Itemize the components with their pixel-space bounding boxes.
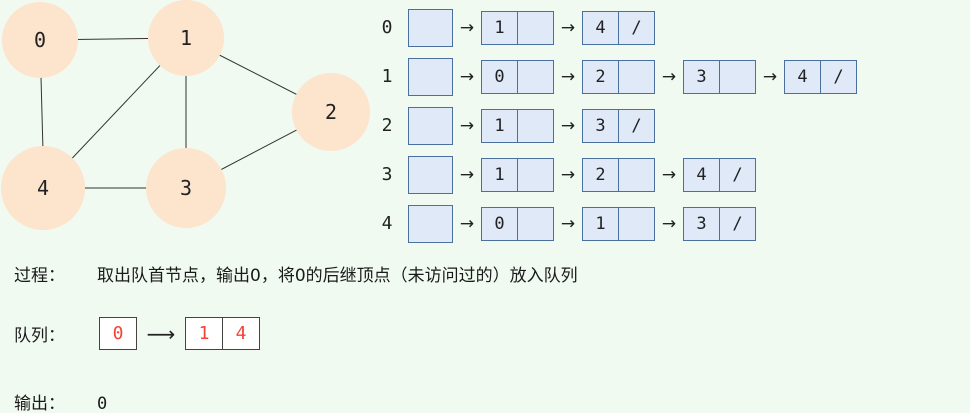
node-pointer [719, 59, 756, 94]
node-pointer [618, 157, 655, 192]
graph-node-0: 0 [2, 2, 78, 78]
list-node: 4 / [582, 10, 655, 45]
node-value: 4 [683, 157, 720, 192]
list-node: 0 [481, 206, 554, 241]
adjacency-row-4: 4 → 0 → 1 → 3 / [378, 199, 857, 248]
graph-panel: 0 1 2 4 3 [0, 0, 380, 245]
node-value: 3 [582, 108, 619, 143]
graph-node-label: 0 [33, 28, 47, 52]
null-marker: / [719, 206, 756, 241]
node-value: 2 [582, 157, 619, 192]
row-label: 3 [381, 164, 393, 185]
node-pointer [618, 59, 655, 94]
node-value: 0 [481, 206, 518, 241]
queue-front-value: 0 [99, 317, 137, 350]
graph-node-4: 4 [1, 146, 85, 230]
arrow-icon: → [762, 66, 778, 87]
arrow-icon: → [661, 66, 677, 87]
list-node: 0 [481, 59, 554, 94]
adjacency-row-1: 1 → 0 → 2 → 3 → 4 / [378, 52, 857, 101]
node-pointer [517, 206, 554, 241]
long-arrow-icon: ⟶ [146, 321, 176, 346]
node-value: 0 [481, 59, 518, 94]
queue-items-box: 1 4 [185, 317, 260, 350]
adjacency-row-3: 3 → 1 → 2 → 4 / [378, 150, 857, 199]
node-pointer [517, 59, 554, 94]
list-node: 3 / [582, 108, 655, 143]
node-value: 2 [582, 59, 619, 94]
arrow-icon: → [560, 17, 576, 38]
output-label: 输出： [14, 394, 65, 413]
arrow-icon: → [459, 17, 475, 38]
process-label: 过程： [14, 266, 65, 286]
graph-node-3: 3 [146, 148, 226, 228]
list-node: 4 / [683, 157, 756, 192]
node-pointer [618, 206, 655, 241]
null-marker: / [820, 59, 857, 94]
arrow-icon: → [560, 115, 576, 136]
output-line: 输出： 0 [14, 389, 107, 413]
adjacency-list: 0 → 1 → 4 / 1 → 0 → 2 [378, 3, 857, 248]
node-value: 4 [582, 10, 619, 45]
node-value: 3 [683, 59, 720, 94]
adjacency-row-0: 0 → 1 → 4 / [378, 3, 857, 52]
list-node: 3 [683, 59, 756, 94]
list-node: 1 [481, 10, 554, 45]
null-marker: / [618, 10, 655, 45]
arrow-icon: → [661, 164, 677, 185]
list-node: 1 [481, 108, 554, 143]
node-pointer [517, 10, 554, 45]
arrow-icon: → [560, 213, 576, 234]
node-value: 1 [582, 206, 619, 241]
list-node: 4 / [784, 59, 857, 94]
graph-node-2: 2 [292, 73, 370, 151]
row-label: 4 [381, 213, 393, 234]
head-pointer-box [408, 106, 453, 145]
graph-node-1: 1 [148, 0, 224, 76]
arrow-icon: → [459, 66, 475, 87]
graph-node-label: 2 [324, 100, 338, 124]
output-value: 0 [97, 394, 108, 413]
arrow-icon: → [459, 213, 475, 234]
queue-item: 4 [222, 317, 260, 350]
head-pointer-box [408, 8, 453, 47]
node-value: 4 [784, 59, 821, 94]
list-node: 1 [582, 206, 655, 241]
arrow-icon: → [459, 164, 475, 185]
queue-label: 队列： [14, 326, 65, 346]
list-node: 3 / [683, 206, 756, 241]
list-node: 2 [582, 59, 655, 94]
null-marker: / [618, 108, 655, 143]
graph-node-label: 1 [179, 26, 193, 50]
arrow-icon: → [661, 213, 677, 234]
graph-node-label: 3 [179, 176, 193, 200]
queue-line: 队列： 0 ⟶ 1 4 [14, 317, 260, 350]
head-pointer-box [408, 204, 453, 243]
adjacency-row-2: 2 → 1 → 3 / [378, 101, 857, 150]
queue-item: 1 [185, 317, 223, 350]
null-marker: / [719, 157, 756, 192]
queue-front-box: 0 [99, 317, 137, 350]
row-label: 1 [381, 66, 393, 87]
process-text: 取出队首节点，输出0，将0的后继顶点（未访问过的）放入队列 [97, 266, 578, 286]
node-pointer [517, 157, 554, 192]
row-label: 0 [381, 17, 393, 38]
row-label: 2 [381, 115, 393, 136]
list-node: 1 [481, 157, 554, 192]
node-value: 1 [481, 157, 518, 192]
node-value: 1 [481, 108, 518, 143]
arrow-icon: → [560, 66, 576, 87]
node-pointer [517, 108, 554, 143]
head-pointer-box [408, 57, 453, 96]
graph-node-label: 4 [36, 176, 50, 200]
node-value: 3 [683, 206, 720, 241]
arrow-icon: → [560, 164, 576, 185]
process-line: 过程： 取出队首节点，输出0，将0的后继顶点（未访问过的）放入队列 [14, 261, 954, 286]
node-value: 1 [481, 10, 518, 45]
list-node: 2 [582, 157, 655, 192]
arrow-icon: → [459, 115, 475, 136]
head-pointer-box [408, 155, 453, 194]
